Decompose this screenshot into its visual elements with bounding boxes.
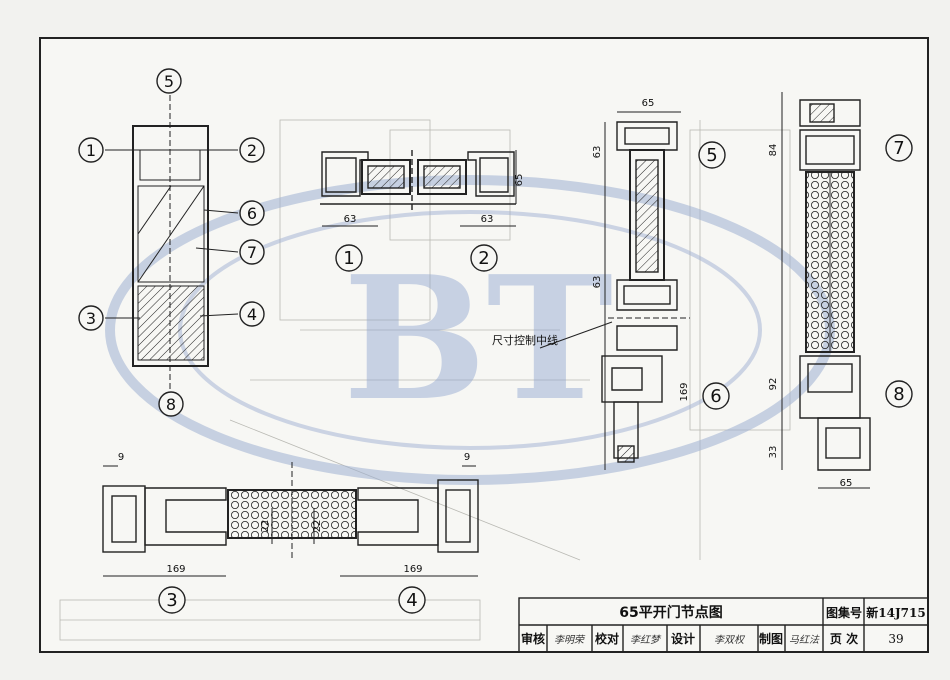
callout-4-detail: 4 — [406, 590, 417, 611]
callout-3-detail: 3 — [166, 590, 177, 611]
reviewer-signature: 李明荣 — [554, 634, 586, 646]
callout-7-elev: 7 — [247, 243, 257, 262]
title-block-text: 65平开门节点图 图集号 新14J715 审核 李明荣 校对 李红梦 设计 李双… — [521, 604, 926, 646]
dim-65-top: 65 — [642, 98, 655, 109]
detail-5-6-section — [601, 111, 690, 470]
callout-5-detail: 5 — [706, 145, 717, 166]
dim-169-right: 169 — [403, 564, 422, 575]
dim-169-v: 169 — [679, 382, 690, 401]
dim-22-a: 22 — [260, 520, 271, 533]
drafter-signature: 马红法 — [789, 634, 820, 646]
callout-3-elev: 3 — [86, 309, 96, 328]
dim-65-bottom: 65 — [840, 478, 853, 489]
dim-9-right: 9 — [464, 452, 470, 463]
dim-63-v2: 63 — [592, 276, 603, 289]
page-number: 39 — [888, 632, 903, 646]
callout-8-detail: 8 — [893, 384, 904, 405]
dimension-labels: 63 63 65 65 63 63 169 84 92 33 65 9 9 16… — [118, 98, 853, 575]
dim-63-left: 63 — [344, 214, 357, 225]
drawing-label: 制图 — [759, 631, 783, 646]
dim-63-right: 63 — [481, 214, 494, 225]
dim-169-left: 169 — [166, 564, 185, 575]
atlas-number: 新14J715 — [866, 605, 925, 620]
callout-8-elev: 8 — [166, 395, 176, 414]
dim-63-v1: 63 — [592, 146, 603, 159]
callout-4-elev: 4 — [247, 305, 257, 324]
callout-circles — [78, 68, 913, 614]
design-label: 设计 — [671, 631, 695, 646]
dim-84: 84 — [768, 144, 779, 157]
dim-92: 92 — [768, 378, 779, 391]
callout-7-detail: 7 — [893, 138, 904, 159]
dim-22-b: 22 — [312, 520, 323, 533]
callout-2-detail: 2 — [478, 248, 489, 269]
watermark: BT — [105, 175, 835, 485]
dim-9-left: 9 — [118, 452, 124, 463]
callout-6-elev: 6 — [247, 204, 257, 223]
dim-65-side: 65 — [514, 174, 525, 187]
detail-1-2-section — [320, 150, 517, 227]
sheet-title: 65平开门节点图 — [619, 604, 722, 621]
atlas-label: 图集号 — [826, 605, 862, 620]
callout-1-elev: 1 — [86, 141, 96, 160]
callout-labels: 5 1 2 6 7 3 4 8 1 2 5 7 6 8 3 4 — [86, 72, 905, 611]
callout-2-elev: 2 — [247, 141, 257, 160]
designer-signature: 李双权 — [714, 634, 746, 646]
callout-6-detail: 6 — [710, 386, 721, 407]
door-elevation — [105, 95, 239, 390]
detail-7-8-section — [781, 92, 871, 489]
page-label: 页 次 — [830, 631, 858, 646]
control-line-label: 尺寸控制中线 — [492, 333, 558, 347]
callout-1-detail: 1 — [343, 248, 354, 269]
callout-5-top: 5 — [164, 72, 174, 91]
control-line-annotation: 尺寸控制中线 — [492, 321, 613, 349]
dim-33: 33 — [768, 446, 779, 459]
watermark-letters: BT — [343, 239, 613, 439]
detail-3-4-section — [102, 462, 479, 577]
check-label: 校对 — [595, 631, 619, 646]
checker-signature: 李红梦 — [630, 634, 662, 646]
title-block — [518, 597, 929, 653]
review-label: 审核 — [521, 631, 545, 646]
